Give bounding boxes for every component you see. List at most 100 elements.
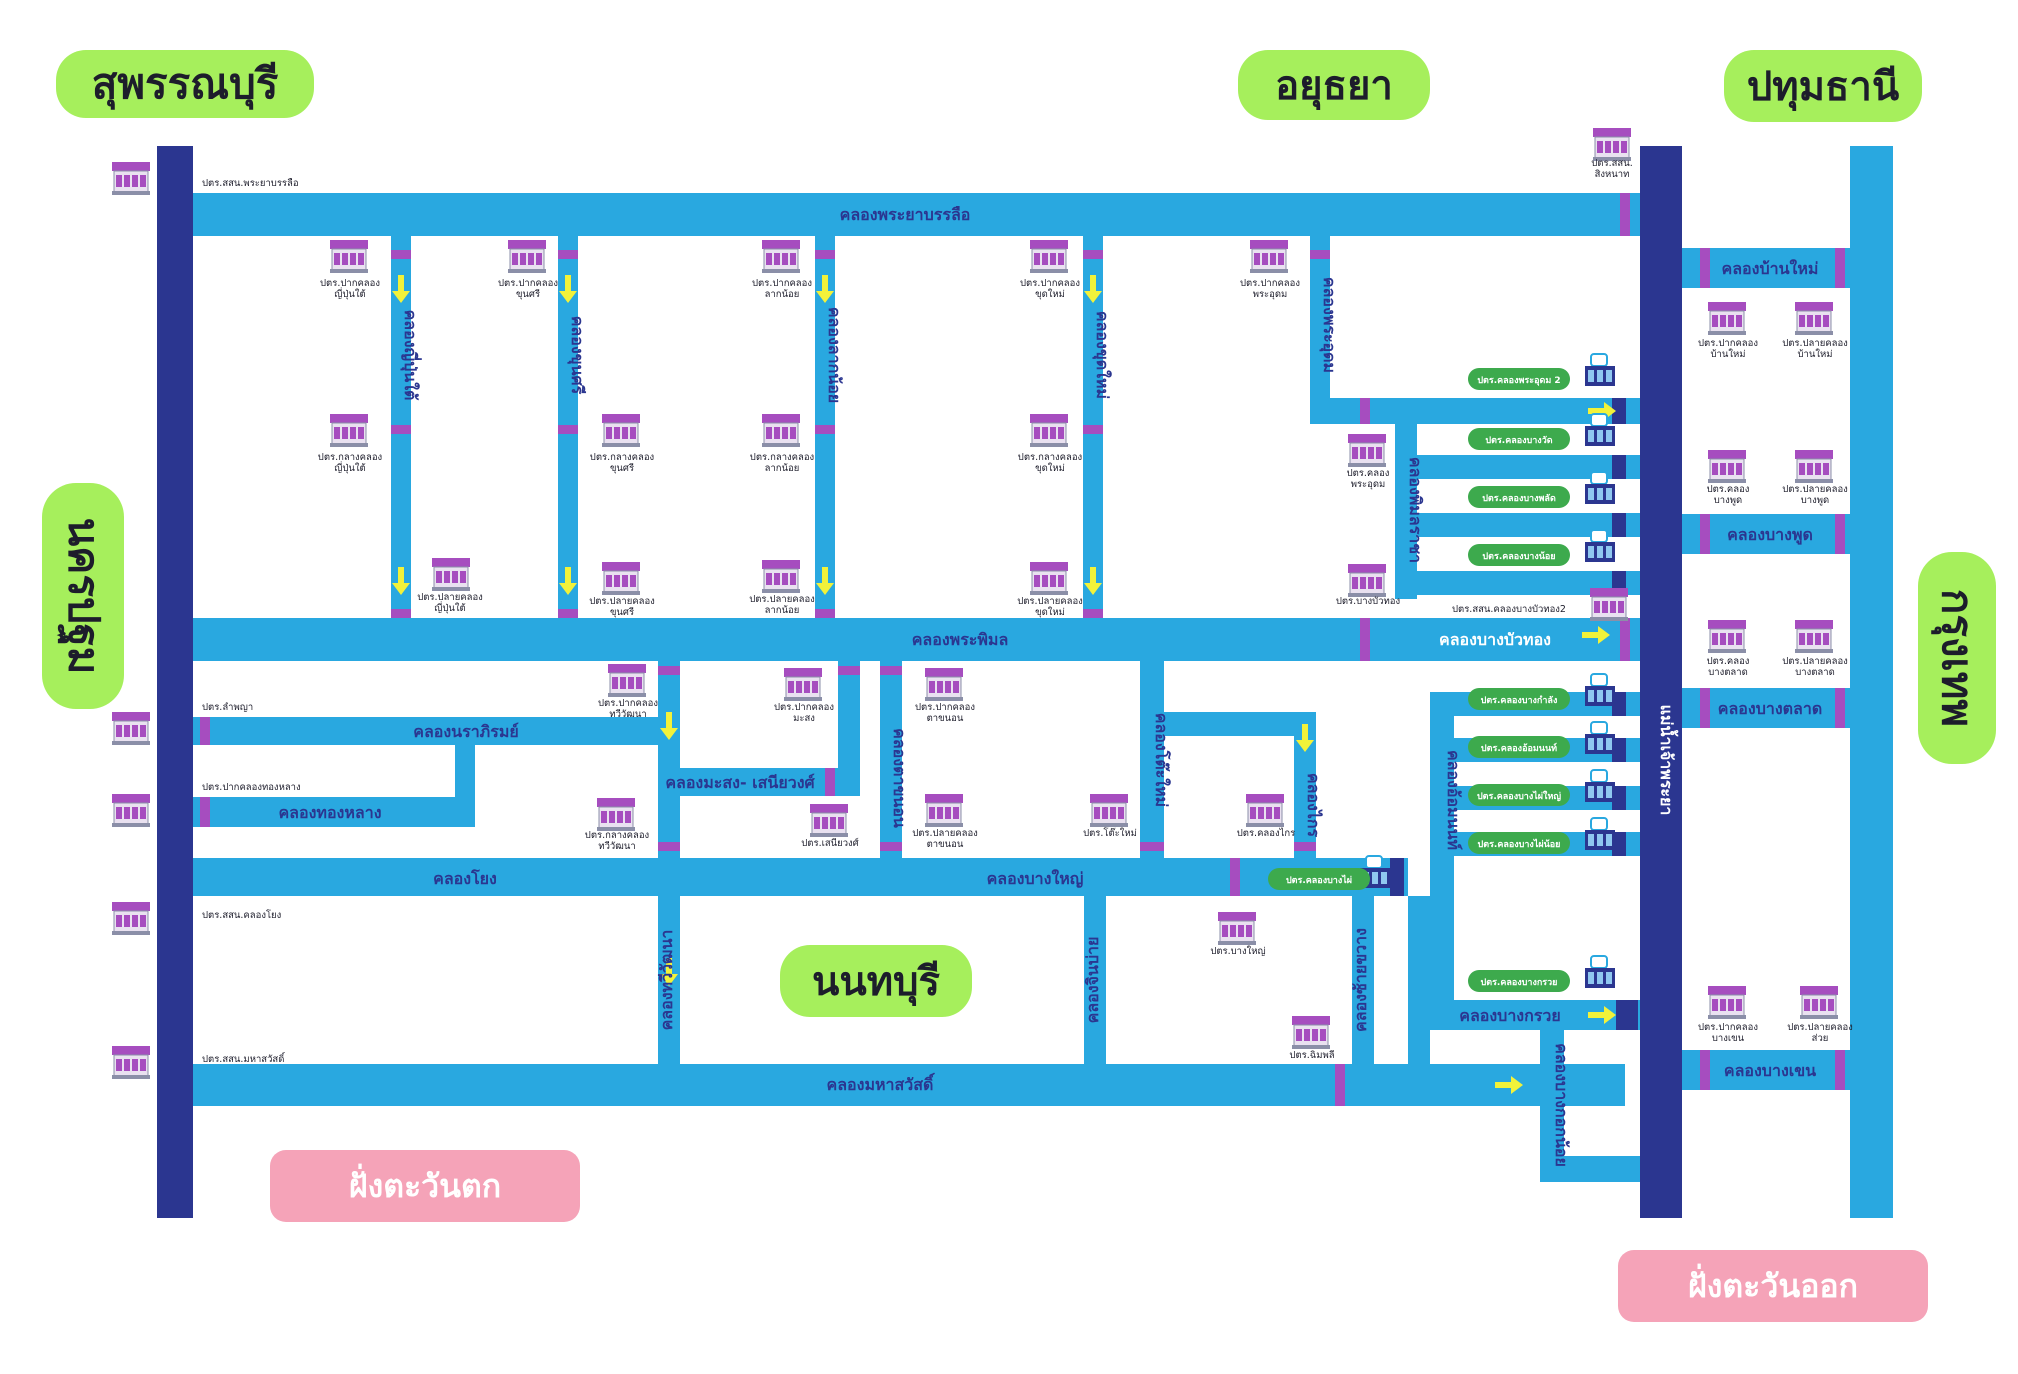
station-label: ปตร.สสน.คลองโยง — [202, 909, 281, 921]
arrow-right-icon — [1495, 1076, 1523, 1094]
canal-label: คลองจินบ่าย — [1083, 937, 1102, 1024]
canal-label: คลองโต๊ะใหม่ — [1152, 713, 1172, 807]
sluice-gate-building-icon — [1590, 588, 1628, 621]
station-label: ปตร.โต๊ะใหม่ — [1083, 827, 1137, 839]
arrow-down-icon — [392, 275, 410, 303]
arrow-down-icon — [559, 567, 577, 595]
navy-block — [1612, 398, 1626, 424]
telemetry-tag-label: ปตร.คลองบางพลัด — [1482, 493, 1556, 504]
gate-marker — [1360, 398, 1370, 424]
arrow-down-icon — [660, 958, 678, 986]
telemetry-station-icon — [1585, 673, 1615, 706]
sluice-gate-building-icon — [1795, 450, 1833, 483]
sluice-gate-building-icon — [1708, 620, 1746, 653]
canal-label: คลองพระพิมล — [912, 630, 1009, 649]
station-label: ปตร.ปากคลองทวีวัฒนา — [598, 698, 658, 720]
navy-block — [1612, 832, 1626, 856]
gate-marker — [658, 842, 680, 851]
canal-label: คลองขุดใหม่ — [1092, 311, 1112, 399]
canal-masong-v — [838, 661, 860, 796]
telemetry-tag-label: ปตร.คลองบางวัด — [1485, 435, 1552, 446]
station-label: ปตร.ปากคลองทองหลาง — [202, 782, 301, 793]
canal-label: คลองขุนศรี — [567, 316, 587, 395]
canal-label: คลองลากน้อย — [825, 307, 844, 403]
arrow-right-icon — [1588, 1006, 1616, 1024]
canal-thawi-upper — [658, 661, 680, 858]
station-label: ปตร.กลางคลองขุนศรี — [590, 452, 654, 474]
arrow-down-icon — [660, 712, 678, 740]
sluice-gate-building-icon — [432, 558, 470, 591]
gate-marker — [558, 425, 578, 434]
canal-labels: คลองพระยาบรรลือ คลองพระพิมล คลองบางบัวทอ… — [278, 205, 1822, 1167]
sluice-gate-building-icon — [330, 240, 368, 273]
telemetry-tag: ปตร.คลองบางไผ่ — [1268, 868, 1370, 890]
arrow-down-icon — [1084, 567, 1102, 595]
sluice-gate-building-icon — [925, 794, 963, 827]
telemetry-tag-label: ปตร.คลองบางไผ่ใหญ่ — [1477, 790, 1561, 802]
side-east: ฝั่งตะวันออก — [1618, 1250, 1928, 1322]
gate-marker — [1700, 1050, 1710, 1090]
station-label: ปตร.สสน.สิงหนาท — [1591, 158, 1632, 180]
telemetry-station-icon — [1585, 721, 1615, 754]
sluice-gate-building-icon — [1292, 1016, 1330, 1049]
station-label: ปตร.ปากคลองขุนศรี — [498, 278, 558, 300]
telemetry-station-icon — [1585, 955, 1615, 988]
canal-label: คลองบ้านใหม่ — [1722, 259, 1819, 278]
station-label: ปตร.คลองบางตลาด — [1707, 656, 1750, 678]
station-label: ปตร.ปากคลองพระอุดม — [1240, 278, 1300, 300]
navy-block — [1612, 455, 1626, 479]
gate-marker — [1140, 842, 1164, 851]
sluice-gate-building-icon — [1030, 240, 1068, 273]
station-label: ปตร.สสน.มหาสวัสดิ์ — [202, 1051, 286, 1065]
gate-marker — [1835, 514, 1845, 554]
station-label: ปตร.ปากคลองตาขนอน — [915, 702, 975, 724]
station-label: ปตร.สสน.คลองบางบัวทอง2 — [1452, 604, 1566, 615]
canal-label: คลองทองหลาง — [278, 803, 381, 822]
arrow-down-icon — [1084, 275, 1102, 303]
green-tags: ปตร.คลองพระอุดม 2ปตร.คลองบางวัดปตร.คลองบ… — [1268, 368, 1570, 992]
canal-narathirom — [193, 717, 663, 745]
station-label: ปตร.ปลายคลองส่วย — [1787, 1022, 1853, 1044]
canal-label: คลองบางพูด — [1727, 525, 1813, 546]
sluice-gate-building-icon — [1708, 986, 1746, 1019]
sluice-gate-building-icon — [1800, 986, 1838, 1019]
sluice-gate-building-icon — [762, 560, 800, 593]
sluice-gate-building-icon — [508, 240, 546, 273]
sluice-gate-building-icon — [1090, 794, 1128, 827]
canal-label: คลองทวีวัฒนา — [657, 930, 676, 1031]
gate-marker — [815, 250, 835, 259]
canal-east-main — [1850, 146, 1893, 1218]
sluice-gate-building-icon — [112, 162, 150, 195]
gate-marker — [1700, 248, 1710, 288]
sluice-gate-building-icon — [784, 668, 822, 701]
telemetry-tag: ปตร.คลองบางน้อย — [1468, 544, 1570, 566]
sluice-gate-building-icon — [1348, 564, 1386, 597]
gate-marker — [558, 609, 578, 618]
telemetry-tag-label: ปตร.คลองบางไผ่ — [1286, 874, 1352, 886]
canal-yong — [193, 858, 1408, 896]
sluice-gate-building-icon — [330, 414, 368, 447]
station-label: ปตร.ปากคลองลากน้อย — [752, 278, 812, 300]
sluice-gate-building-icon — [925, 668, 963, 701]
sluice-gate-building-icon — [1030, 562, 1068, 595]
canal-label: คลองพิมลราชา — [1406, 457, 1425, 563]
west-boundary-river — [157, 146, 193, 1218]
gate-marker — [558, 250, 578, 259]
chao-phraya-river — [1640, 146, 1682, 1218]
telemetry-tag: ปตร.คลองบางไผ่ใหญ่ — [1468, 784, 1570, 806]
telemetry-tag-label: ปตร.คลองบางกำลัง — [1481, 695, 1558, 706]
sluice-gate-building-icon — [1795, 302, 1833, 335]
telemetry-tag-label: ปตร.คลองบางกรวย — [1481, 977, 1558, 988]
station-label: ปตร.กลางคลองขุดใหม่ — [1018, 452, 1082, 474]
canal-phra-udom — [1310, 236, 1330, 424]
gate-marker — [1083, 250, 1103, 259]
canal-bang-khrua-v — [1408, 896, 1430, 1064]
telemetry-tag: ปตร.คลองบางกำลัง — [1468, 688, 1570, 710]
station-label: ปตร.กลางคลองทวีวัฒนา — [585, 830, 649, 852]
canal-label: คลองพระอุดม — [1319, 277, 1339, 373]
river-layer — [157, 146, 1682, 1218]
gate-marker — [1310, 250, 1330, 259]
gate-marker — [658, 666, 680, 675]
station-label: ปตร.ปลายคลองบ้านใหม่ — [1782, 338, 1848, 360]
river-label: แม่น้ำเจ้าพระยา — [1657, 705, 1679, 816]
